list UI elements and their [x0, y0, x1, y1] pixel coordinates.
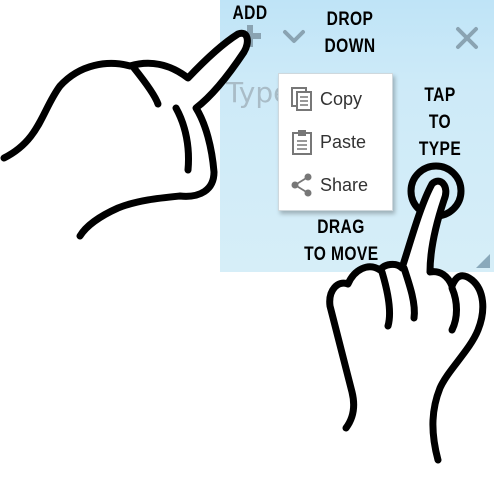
menu-label-copy: Copy	[320, 88, 363, 109]
callout-drag-line2: TO MOVE	[304, 244, 379, 265]
callout-dropdown-line1: DROP	[326, 9, 374, 30]
paste-icon	[289, 129, 315, 155]
callout-dropdown-line2: DOWN	[324, 36, 376, 57]
dropdown-button[interactable]	[281, 26, 307, 48]
menu-item-share[interactable]: Share	[279, 165, 392, 205]
callout-tap-line1: TAP	[424, 85, 456, 106]
menu-label-paste: Paste	[320, 131, 367, 152]
callout-add-text: ADD	[232, 3, 268, 24]
resize-handle[interactable]	[476, 254, 490, 268]
callout-add: ADD	[230, 0, 269, 27]
close-button[interactable]	[454, 25, 480, 51]
right-hand-icon	[326, 177, 487, 464]
context-menu: Copy Paste	[278, 73, 393, 211]
callout-tap-to-type: TAP TO TYPE	[417, 82, 463, 163]
callout-drag-line1: DRAG	[317, 217, 365, 238]
copy-icon	[289, 86, 315, 112]
menu-item-copy[interactable]: Copy	[279, 79, 392, 119]
menu-label-share: Share	[320, 174, 369, 195]
share-icon	[289, 172, 315, 198]
menu-item-paste[interactable]: Paste	[279, 122, 392, 162]
callout-tap-line3: TYPE	[418, 139, 462, 160]
callout-drag-to-move: DRAG TO MOVE	[304, 214, 378, 268]
callout-tap-line2: TO	[428, 112, 452, 133]
left-hand-icon	[0, 29, 251, 240]
close-icon	[456, 27, 478, 49]
callout-dropdown: DROP DOWN	[319, 6, 381, 60]
chevron-down-icon	[283, 30, 305, 43]
